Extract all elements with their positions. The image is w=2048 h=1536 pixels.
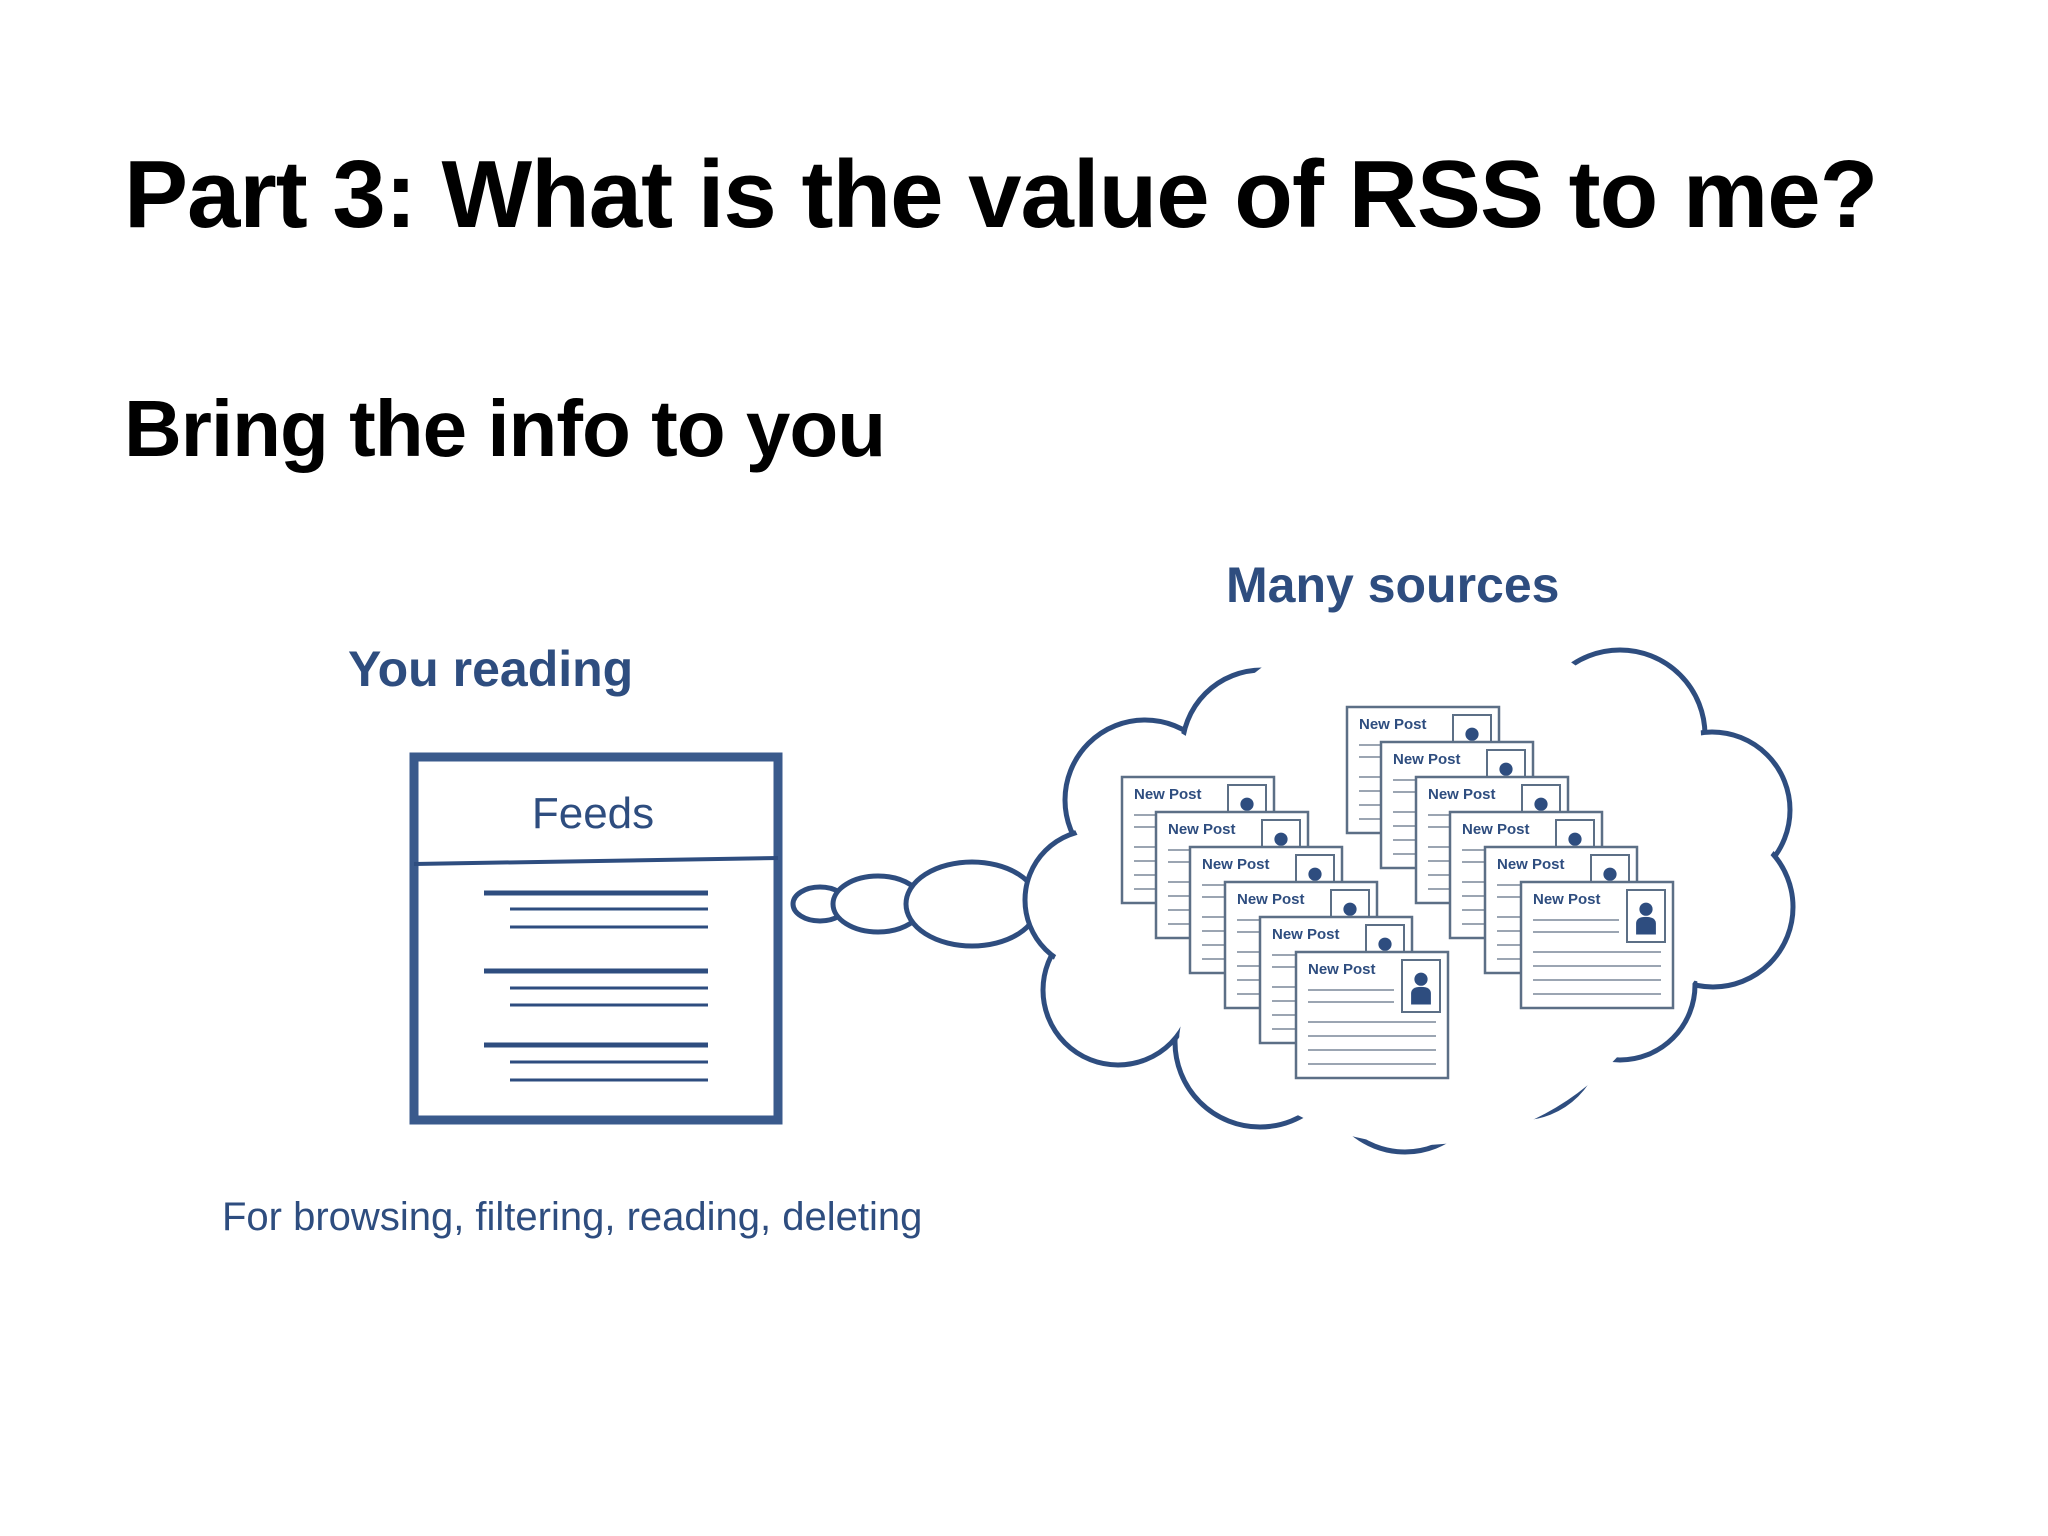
post-title: New Post	[1202, 856, 1270, 873]
post-title: New Post	[1393, 751, 1461, 768]
thought-bubble-icon	[790, 859, 1041, 949]
slide-subtitle: Bring the info to you	[124, 384, 886, 473]
post-title: New Post	[1428, 786, 1496, 803]
post-title: New Post	[1168, 821, 1236, 838]
post-title: New Post	[1134, 786, 1202, 803]
feed-list-lines	[484, 890, 708, 1082]
post-title: New Post	[1359, 716, 1427, 733]
post-title: New Post	[1462, 821, 1530, 838]
post-title: New Post	[1497, 856, 1565, 873]
post-title: New Post	[1308, 961, 1376, 978]
post-title: New Post	[1533, 891, 1601, 908]
feeds-window-title: Feeds	[532, 789, 654, 838]
post-card: New Post	[1519, 880, 1675, 1010]
feed-reader-window: Feeds	[409, 752, 783, 1125]
sources-heading: Many sources	[1226, 557, 1559, 613]
reader-heading: You reading	[348, 641, 633, 697]
post-card: New Post	[1294, 950, 1450, 1080]
post-title: New Post	[1237, 891, 1305, 908]
slide-title: Part 3: What is the value of RSS to me?	[124, 141, 1878, 248]
reader-caption: For browsing, filtering, reading, deleti…	[222, 1195, 922, 1239]
post-title: New Post	[1272, 926, 1340, 943]
